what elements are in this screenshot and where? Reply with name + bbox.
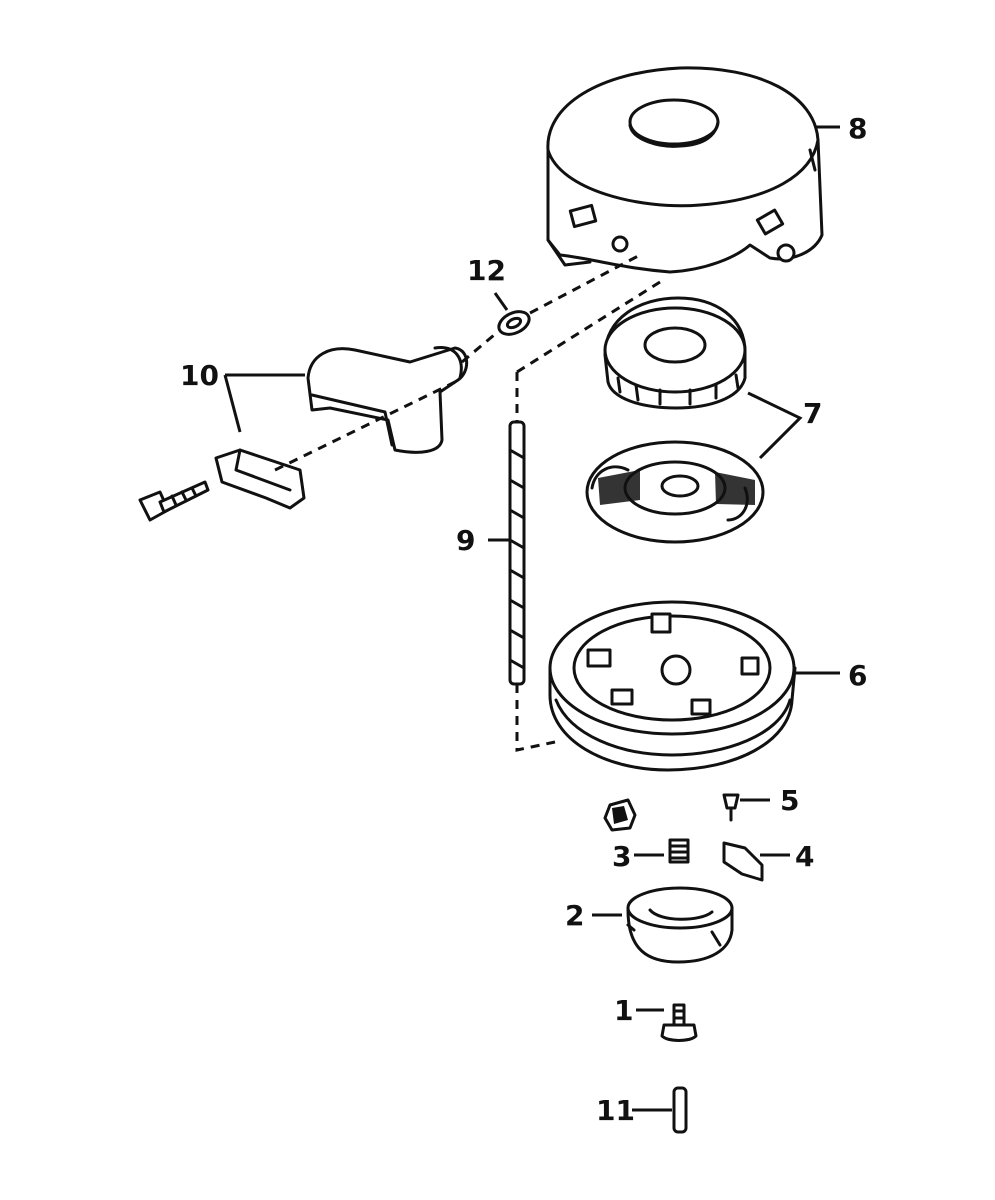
part-pin: [722, 793, 740, 822]
part-ratchet: [626, 886, 734, 964]
part-recoil-spring: [585, 440, 765, 544]
part-roll-pin: [672, 1086, 688, 1134]
part-rope: [508, 420, 526, 686]
part-rope-guide: [497, 310, 531, 336]
callout-8-housing: 8: [848, 112, 867, 145]
leaders: [223, 125, 840, 1112]
callout-11: 11: [596, 1094, 635, 1127]
callout-3: 3: [612, 840, 631, 873]
callout-2: 2: [565, 899, 584, 932]
part-handle: [306, 346, 469, 454]
callout-1: 1: [614, 994, 633, 1027]
part-pulley: [548, 600, 797, 772]
callout-10: 10: [180, 359, 219, 392]
part-pawl: [722, 841, 764, 882]
part-small-spring: [668, 838, 690, 864]
callout-5: 5: [780, 784, 799, 817]
callout-9: 9: [456, 524, 475, 557]
callout-7: 7: [803, 397, 822, 430]
part-spring-cover: [603, 296, 747, 410]
part-starter-housing: [546, 66, 824, 274]
callout-12: 12: [467, 254, 506, 287]
part-handle-screw: [138, 480, 210, 522]
callout-4: 4: [795, 840, 814, 873]
part-handle-insert: [214, 448, 306, 510]
part-screw: [660, 1003, 698, 1042]
callout-6: 6: [848, 659, 867, 692]
assembly-lines: [274, 253, 661, 752]
part-nut: [603, 798, 637, 832]
